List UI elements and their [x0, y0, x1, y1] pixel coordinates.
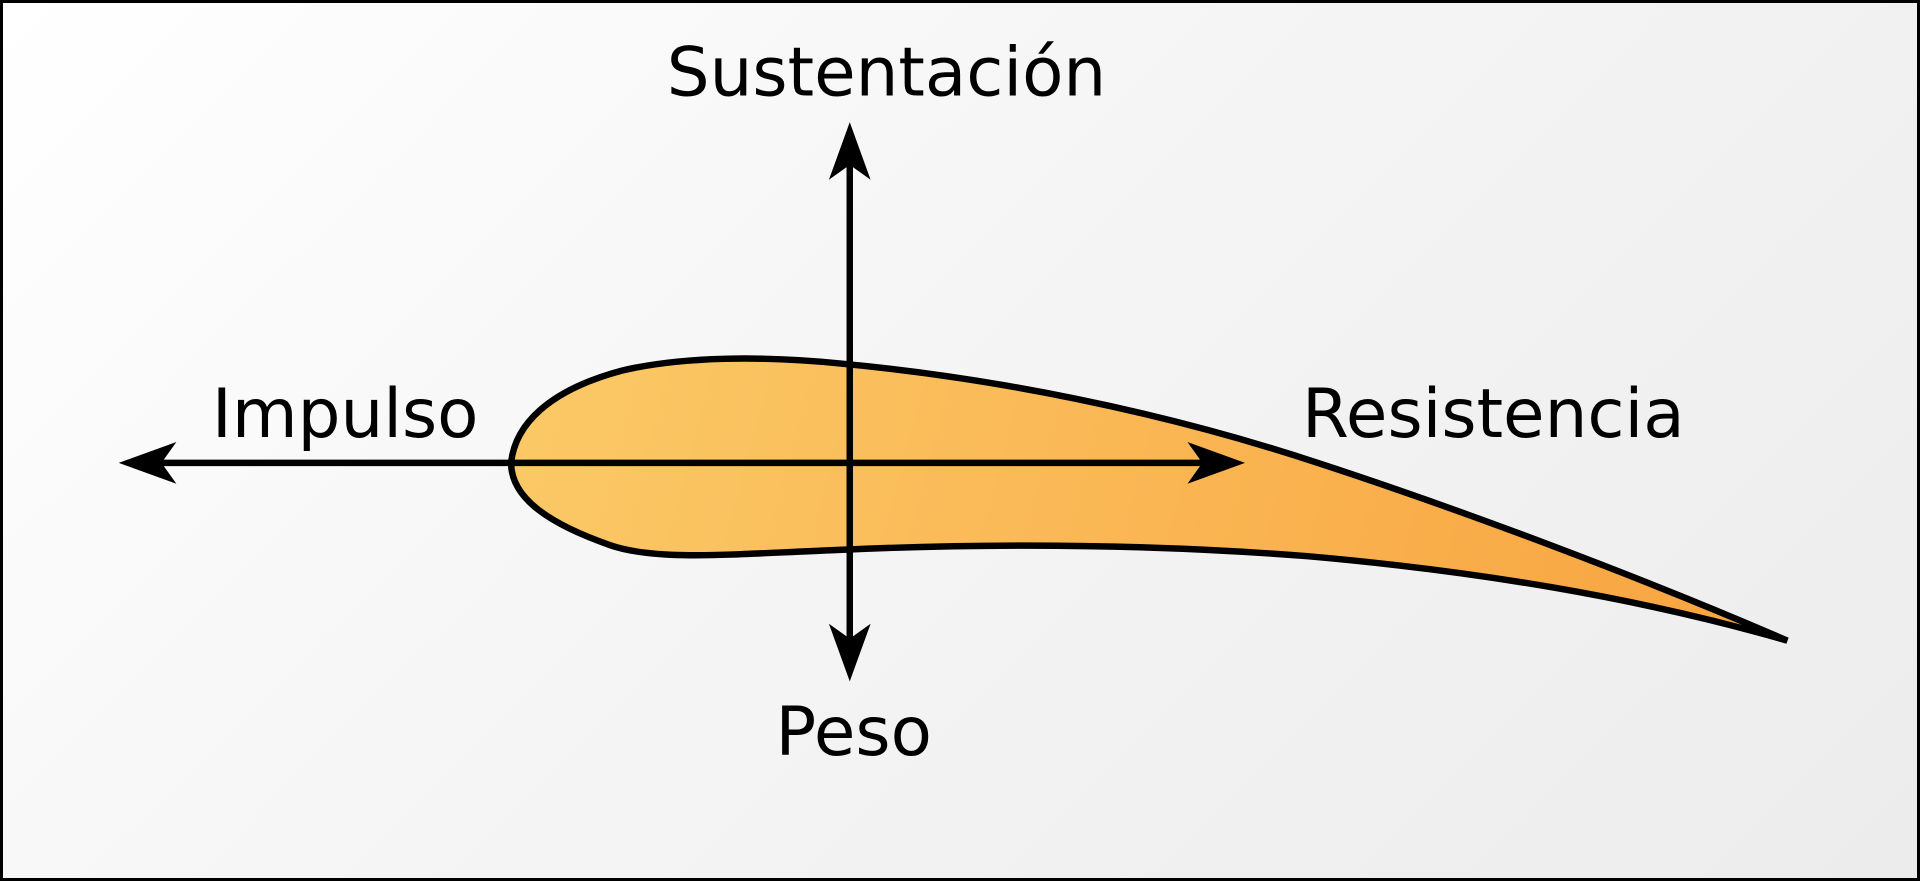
drag-label: Resistencia	[1302, 374, 1685, 453]
lift-arrowhead	[828, 122, 871, 180]
thrust-arrowhead	[118, 441, 177, 484]
thrust-label: Impulso	[212, 374, 479, 453]
drag-arrowhead	[1187, 441, 1246, 484]
vertical-force-axis	[828, 122, 871, 682]
horizontal-force-axis	[118, 441, 1246, 484]
lift-label: Sustentación	[667, 32, 1106, 111]
airfoil-shape	[507, 355, 1789, 644]
weight-arrowhead	[828, 623, 871, 682]
airfoil-forces-svg: Sustentación Impulso Resistencia Peso	[118, 32, 1789, 771]
weight-label: Peso	[776, 692, 932, 771]
